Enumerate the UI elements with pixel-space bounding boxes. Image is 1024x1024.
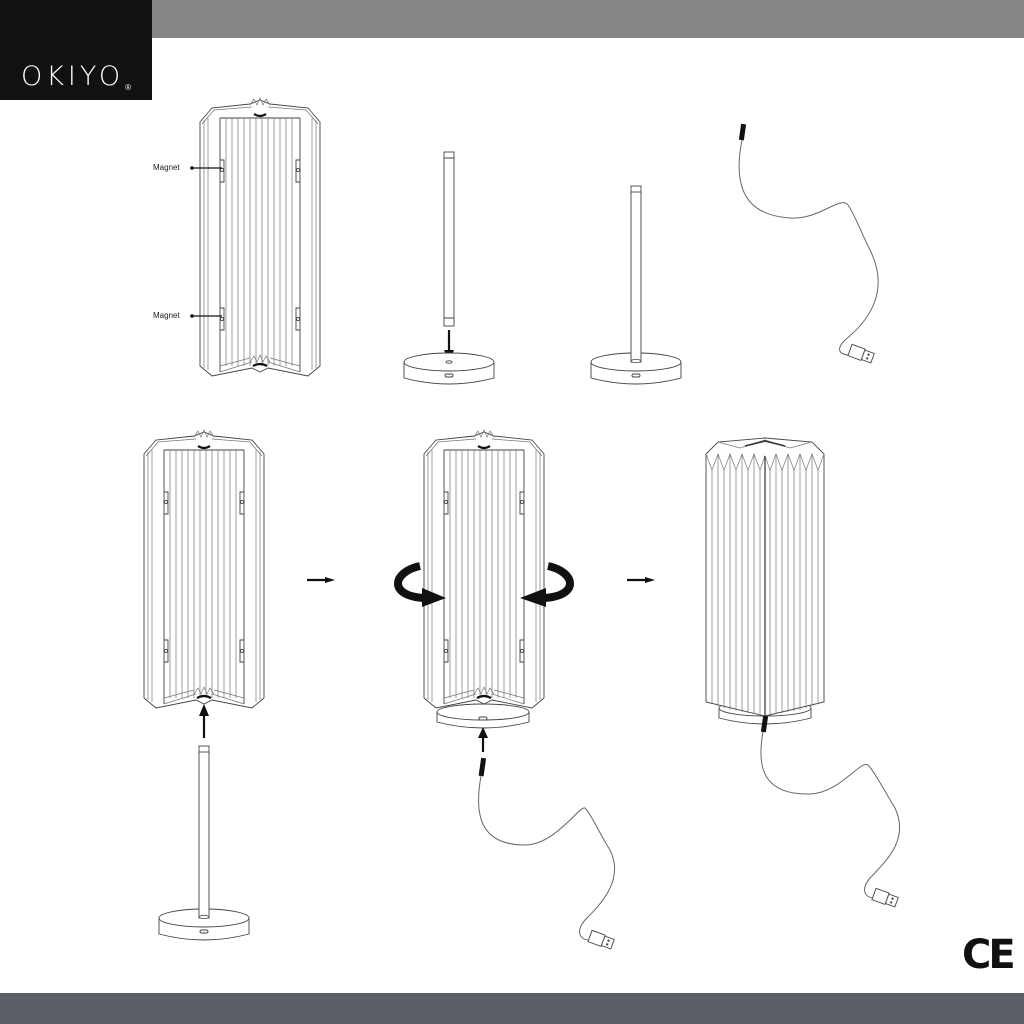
ce-certification-mark: CE [962,932,1016,978]
rod-assembled-in-base [590,185,682,385]
brand-name: OKIYO [20,61,125,92]
close-shade-rotate [394,428,616,950]
next-step-arrow-1 [305,575,337,585]
footer-bar [0,993,1024,1024]
header-bar [152,0,1024,38]
next-step-arrow-2 [625,575,657,585]
shade-lowered-onto-rod [142,428,266,941]
assembled-lamp [705,437,901,908]
brand-logo: OKIYO® [0,0,152,100]
rod-inserting-into-base [403,151,495,385]
open-shade-with-magnets [190,96,322,378]
magnet-label-bottom: Magnet [153,311,180,320]
magnet-label-top: Magnet [153,163,180,172]
usb-cable [738,123,879,364]
registered-mark: ® [125,83,132,92]
